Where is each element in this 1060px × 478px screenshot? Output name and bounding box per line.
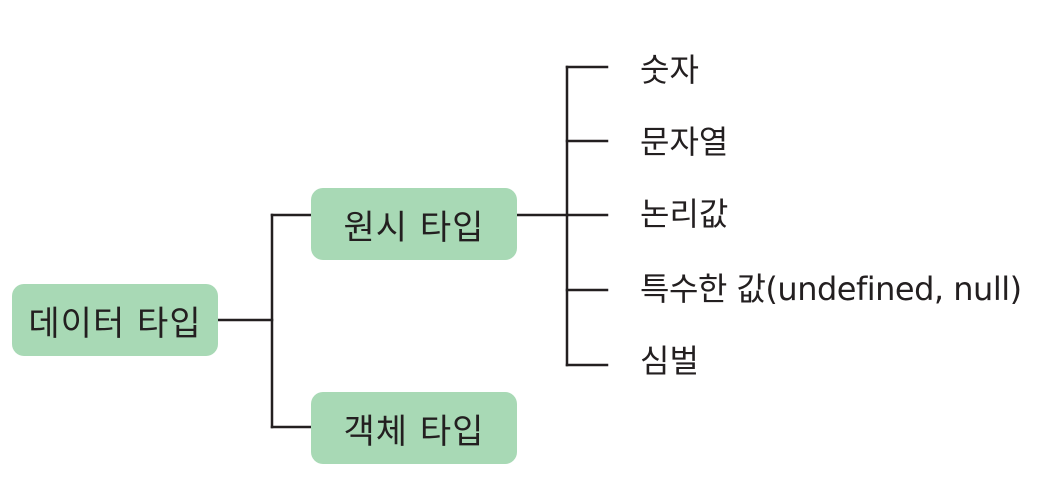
primitive-type-label: 원시 타입 [343,207,485,248]
leaf-boolean: 논리값 [640,195,729,233]
primitive-type-node: 원시 타입 [311,188,517,260]
leaf-string: 문자열 [640,123,729,161]
object-type-label: 객체 타입 [343,411,485,452]
root-node-data-type: 데이터 타입 [12,284,218,356]
leaf-symbol: 심벌 [640,342,699,380]
root-node-label: 데이터 타입 [28,303,202,344]
leaf-special-values: 특수한 값(undefined, null) [640,270,1022,308]
object-type-node: 객체 타입 [311,392,517,464]
leaf-number: 숫자 [640,51,699,89]
